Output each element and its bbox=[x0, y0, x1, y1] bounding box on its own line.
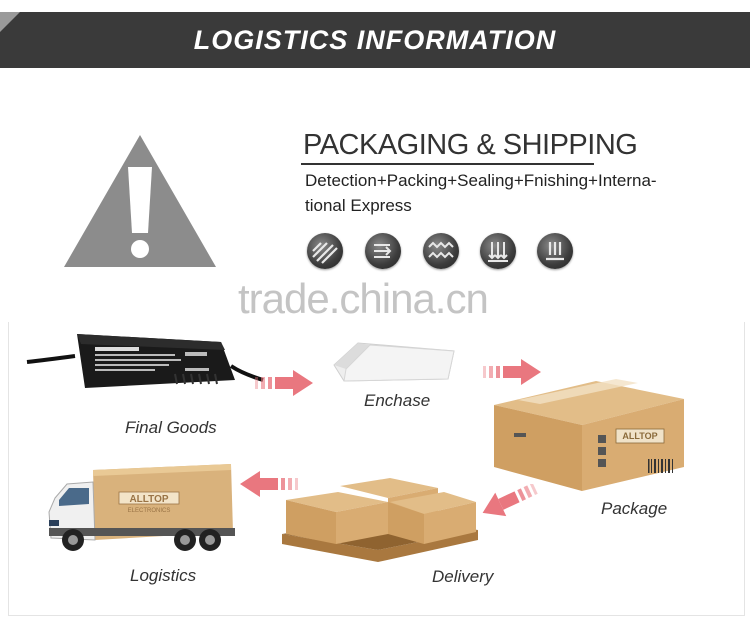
diagonal-stripes-icon bbox=[307, 233, 343, 269]
truck-brand-sub: ELECTRONICS bbox=[128, 508, 171, 514]
process-frame bbox=[8, 322, 745, 616]
header-corner-accent bbox=[0, 12, 20, 32]
arrow-left-icon bbox=[482, 484, 538, 517]
zigzag-waves-icon bbox=[423, 233, 459, 269]
down-arrows-icon bbox=[480, 233, 516, 269]
delivery-pallet-image bbox=[282, 478, 478, 562]
watermark: trade.china.cn bbox=[238, 275, 489, 322]
box-led-mark bbox=[514, 433, 526, 437]
arrow-right-icon bbox=[255, 370, 313, 396]
step-label-final-goods: Final Goods bbox=[125, 418, 217, 437]
arrow-left-icon bbox=[240, 471, 298, 497]
package-box-image: ALLTOP bbox=[494, 379, 684, 491]
truck-image: ALLTOP ELECTRONICS bbox=[48, 464, 235, 551]
packaging-title: PACKAGING & SHIPPING bbox=[303, 129, 638, 161]
box-brand-label: ALLTOP bbox=[622, 431, 657, 441]
description-line: tional Express bbox=[305, 196, 412, 215]
page-title: LOGISTICS INFORMATION bbox=[193, 25, 557, 55]
step-label-logistics: Logistics bbox=[130, 566, 197, 585]
truck-brand-label: ALLTOP bbox=[129, 494, 168, 505]
step-label-enchase: Enchase bbox=[364, 391, 431, 410]
power-supply-image bbox=[26, 334, 264, 388]
header-band bbox=[0, 12, 750, 68]
step-label-delivery: Delivery bbox=[432, 567, 494, 586]
enchase-box-image bbox=[333, 342, 455, 382]
arrow-right-lines-icon bbox=[365, 233, 401, 269]
step-label-package: Package bbox=[601, 499, 668, 518]
title-underline bbox=[301, 163, 594, 165]
vertical-bars-icon bbox=[537, 233, 573, 269]
packaging-description: Detection+Packing+Sealing+Fnishing+Inter… bbox=[305, 168, 685, 218]
warning-icon bbox=[64, 135, 216, 267]
arrow-right-icon bbox=[483, 359, 541, 385]
description-line: Detection+Packing+Sealing+Fnishing+Inter… bbox=[305, 171, 657, 190]
